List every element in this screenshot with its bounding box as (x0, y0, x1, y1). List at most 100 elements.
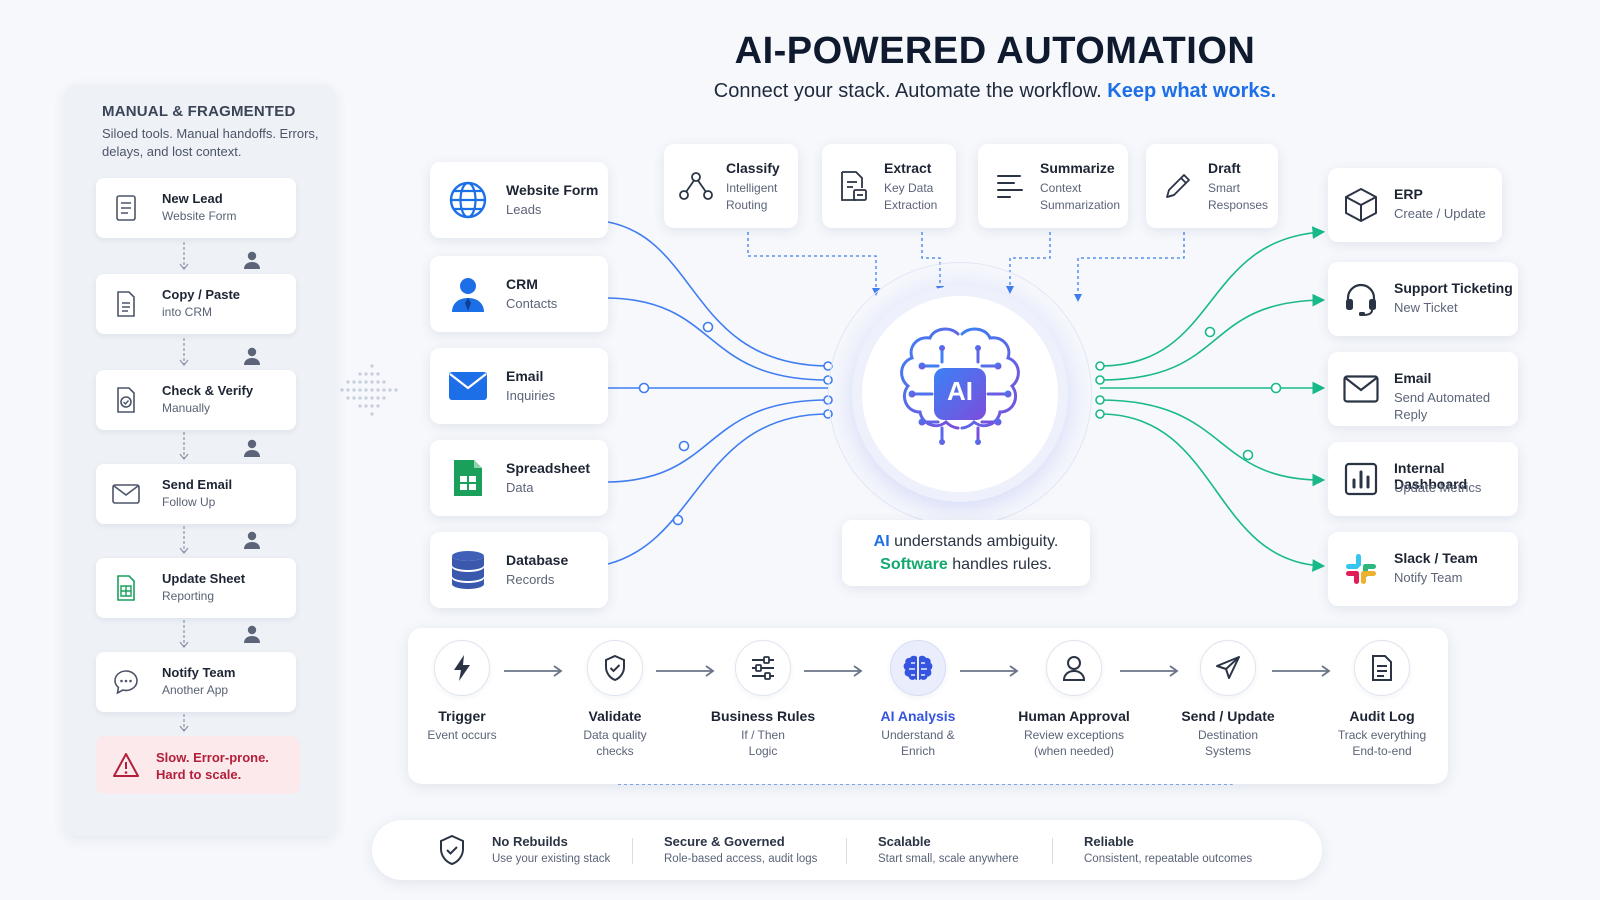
source-title: Email (506, 368, 544, 384)
capability-sub-line: Responses (1208, 198, 1269, 212)
step-sub-line: Understand & (881, 728, 955, 742)
step-title: Business Rules (710, 708, 816, 724)
manual-step-sub: into CRM (162, 305, 213, 319)
source-website-form[interactable]: Website Form Leads (430, 162, 608, 238)
arrow-right-icon (504, 665, 563, 677)
manual-step-title: Notify Team (162, 665, 236, 680)
source-title: CRM (506, 276, 538, 292)
envelope-icon (112, 480, 140, 508)
brain-icon (900, 327, 1020, 456)
capability-sub-line: Key Data (884, 181, 934, 195)
database-icon (448, 550, 488, 590)
pipeline-step-trigger[interactable]: Trigger Event occurs (387, 640, 537, 743)
extract-icon (836, 168, 872, 204)
warning-line-2: Hard to scale. (156, 767, 242, 782)
ai-hub[interactable]: AI (862, 296, 1058, 492)
source-title: Database (506, 552, 569, 568)
feature-sub: Consistent, repeatable outcomes (1084, 853, 1253, 865)
callout-line-2: Software handles rules. (842, 553, 1090, 576)
pipeline-step-ai-analysis[interactable]: AI Analysis Understand &Enrich (843, 640, 993, 759)
manual-step-update-sheet: Update Sheet Reporting (96, 558, 296, 618)
arrow-right-icon (656, 665, 715, 677)
source-sub: Records (506, 572, 555, 587)
check-document-icon (112, 386, 140, 414)
arrow-right-icon (804, 665, 863, 677)
destination-title: ERP (1394, 186, 1423, 202)
manual-step-send-email: Send Email Follow Up (96, 464, 296, 524)
feature-no-rebuilds: No Rebuilds Use your existing stack (492, 834, 610, 865)
page-title: AI-POWERED AUTOMATION (734, 30, 1256, 72)
brain-icon (890, 640, 946, 696)
destination-slack-team[interactable]: Slack / Team Notify Team (1328, 532, 1518, 606)
person-icon (244, 251, 260, 269)
step-sub: Review exceptions(when needed) (999, 727, 1149, 759)
source-email[interactable]: Email Inquiries (430, 348, 608, 424)
step-title: Human Approval (1018, 708, 1130, 724)
source-database[interactable]: Database Records (430, 532, 608, 608)
person-icon (244, 625, 260, 643)
document-icon (112, 290, 140, 318)
user-icon (1046, 640, 1102, 696)
shield-check-icon (440, 834, 464, 866)
manual-title: MANUAL & FRAGMENTED (102, 103, 296, 120)
step-sub: Understand &Enrich (843, 727, 993, 759)
step-sub-line: Destination (1197, 728, 1259, 742)
feature-sub: Start small, scale anywhere (878, 853, 1019, 865)
capability-title: Extract (884, 160, 932, 176)
person-icon (244, 347, 260, 365)
destination-sub-line: Send Automated (1394, 390, 1491, 405)
destination-sub: New Ticket (1394, 300, 1458, 315)
callout-line-1: AI understands ambiguity. (842, 530, 1090, 553)
source-title: Website Form (506, 182, 599, 198)
step-sub-line: Review exceptions (1023, 728, 1125, 742)
source-title: Spreadsheet (506, 460, 591, 476)
feature-divider (1052, 838, 1053, 864)
page-subtitle: Connect your stack. Automate the workflo… (0, 80, 1600, 103)
transition-dots (340, 364, 398, 416)
wire-slack (1099, 413, 1326, 572)
step-title: Audit Log (1349, 708, 1415, 724)
destination-title: Support Ticketing (1394, 280, 1513, 296)
person-icon (448, 274, 488, 314)
pipeline-step-human-approval[interactable]: Human Approval Review exceptions(when ne… (999, 640, 1149, 759)
step-title: Validate (588, 708, 642, 724)
feature-secure-governed: Secure & Governed Role-based access, aud… (664, 834, 817, 865)
destination-support-ticketing[interactable]: Support Ticketing New Ticket (1328, 262, 1518, 336)
source-sub: Leads (506, 202, 542, 217)
slack-icon (1342, 550, 1380, 588)
manual-description: Siloed tools. Manual handoffs. Errors, d… (102, 126, 319, 159)
step-sub-line: If / Then (741, 728, 785, 742)
destination-internal-dashboard[interactable]: Internal Dashboard Update Metrics (1328, 442, 1518, 516)
arrow-right-icon (1272, 665, 1331, 677)
source-crm[interactable]: CRM Contacts (430, 256, 608, 332)
manual-step-title: New Lead (162, 191, 223, 206)
arrow-right-icon (960, 665, 1019, 677)
down-arrow-icon (179, 526, 189, 554)
destination-erp[interactable]: ERP Create / Update (1328, 168, 1502, 242)
subtitle-accent: Keep what works. (1107, 80, 1277, 102)
wire-erp (1099, 226, 1326, 367)
callout-ai: AI (873, 533, 890, 550)
manual-step-sub: Follow Up (162, 495, 216, 509)
destination-sub-line: Reply (1394, 407, 1428, 422)
source-spreadsheet[interactable]: Spreadsheet Data (430, 440, 608, 516)
step-title: AI Analysis (880, 708, 956, 724)
step-sub-line: Systems (1204, 744, 1251, 758)
step-title: Trigger (438, 708, 486, 724)
feature-title: Scalable (878, 834, 931, 849)
